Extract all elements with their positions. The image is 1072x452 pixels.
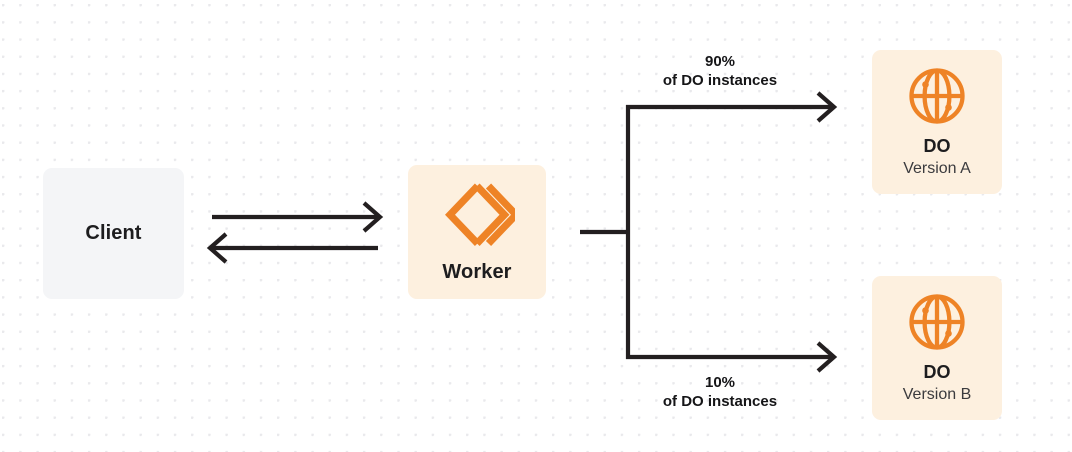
edge-worker-to-do-b [626,341,838,373]
node-worker[interactable]: Worker [408,165,546,299]
edge-worker-to-client [206,232,378,264]
node-do-version-a[interactable]: DO Version A [872,50,1002,194]
node-do-b-title: DO [923,362,951,383]
node-do-a-subtitle: Version A [903,159,971,177]
node-client-title: Client [85,222,142,244]
globe-icon [907,66,967,126]
edge-label-do-a: 90% of DO instances [620,52,820,90]
edge-label-do-a-description: of DO instances [662,72,778,90]
node-client[interactable]: Client [43,168,184,299]
cloudflare-workers-icon [439,181,515,249]
edge-client-to-worker [212,201,384,233]
edge-label-do-b-percent: 10% [704,374,736,391]
node-do-version-b[interactable]: DO Version B [872,276,1002,420]
node-worker-title: Worker [442,260,512,283]
node-do-b-subtitle: Version B [902,385,972,403]
edge-worker-to-do-a [626,91,838,123]
edge-label-do-b: 10% of DO instances [620,373,820,411]
globe-icon [907,292,967,352]
node-do-a-title: DO [923,136,951,157]
edge-label-do-a-percent: 90% [704,53,736,70]
edge-label-do-b-description: of DO instances [662,393,778,411]
